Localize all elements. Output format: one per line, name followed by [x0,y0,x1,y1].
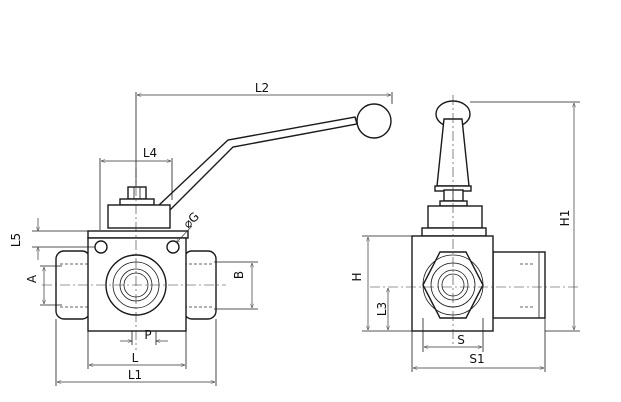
label-A: A [25,274,39,283]
side-stem-nut [439,189,468,207]
mounting-hole-left [94,240,108,254]
side-view [370,95,580,345]
handle-lever [156,103,392,213]
label-S1: S1 [469,352,484,366]
label-G: ⌀G [180,209,202,231]
front-view [42,103,392,350]
front-dimensions [32,92,393,386]
label-L: L [132,351,139,365]
mounting-hole-right [166,240,180,254]
top-block [107,204,171,229]
label-S: S [457,333,465,347]
flange-plate [87,230,189,239]
side-dimensions [362,101,580,372]
label-H1: H1 [558,210,572,227]
label-H: H [350,272,364,281]
label-L2: L2 [255,81,269,95]
side-top-block [427,205,483,229]
label-L5: L5 [9,233,23,247]
label-L1: L1 [128,368,142,382]
label-P: P [144,328,151,342]
side-flange [421,227,487,237]
label-L4: L4 [143,146,157,160]
stem-nut [119,186,155,206]
side-right-port [492,251,546,319]
handle-knob [356,103,392,139]
label-L3: L3 [375,302,389,316]
label-B: B [232,271,246,279]
